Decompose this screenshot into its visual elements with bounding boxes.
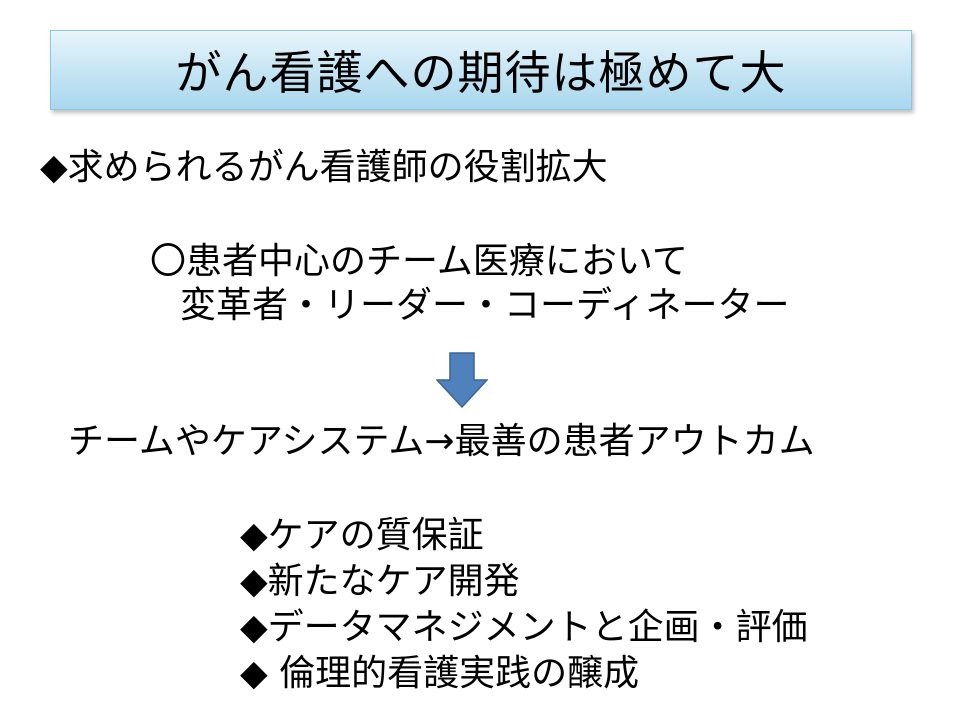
bullet-item: ◆ケアの質保証 [240,515,484,556]
title-box: がん看護への期待は極めて大 [50,30,912,110]
result-line: チームやケアシステム→最善の患者アウトカム [68,421,815,462]
section-heading: ◆求められるがん看護師の役割拡大 [40,147,608,188]
down-arrow-icon [436,352,488,408]
bullet-item: ◆データマネジメントと企画・評価 [240,607,808,648]
bullet-item: ◆新たなケア開発 [240,561,520,602]
slide-title: がん看護への期待は極めて大 [175,46,787,100]
team-line-2: 変革者・リーダー・コーディネーター [180,285,790,326]
team-line-1: 〇患者中心のチーム医療において [150,241,688,282]
bullet-item: ◆ 倫理的看護実践の醸成 [240,653,640,694]
